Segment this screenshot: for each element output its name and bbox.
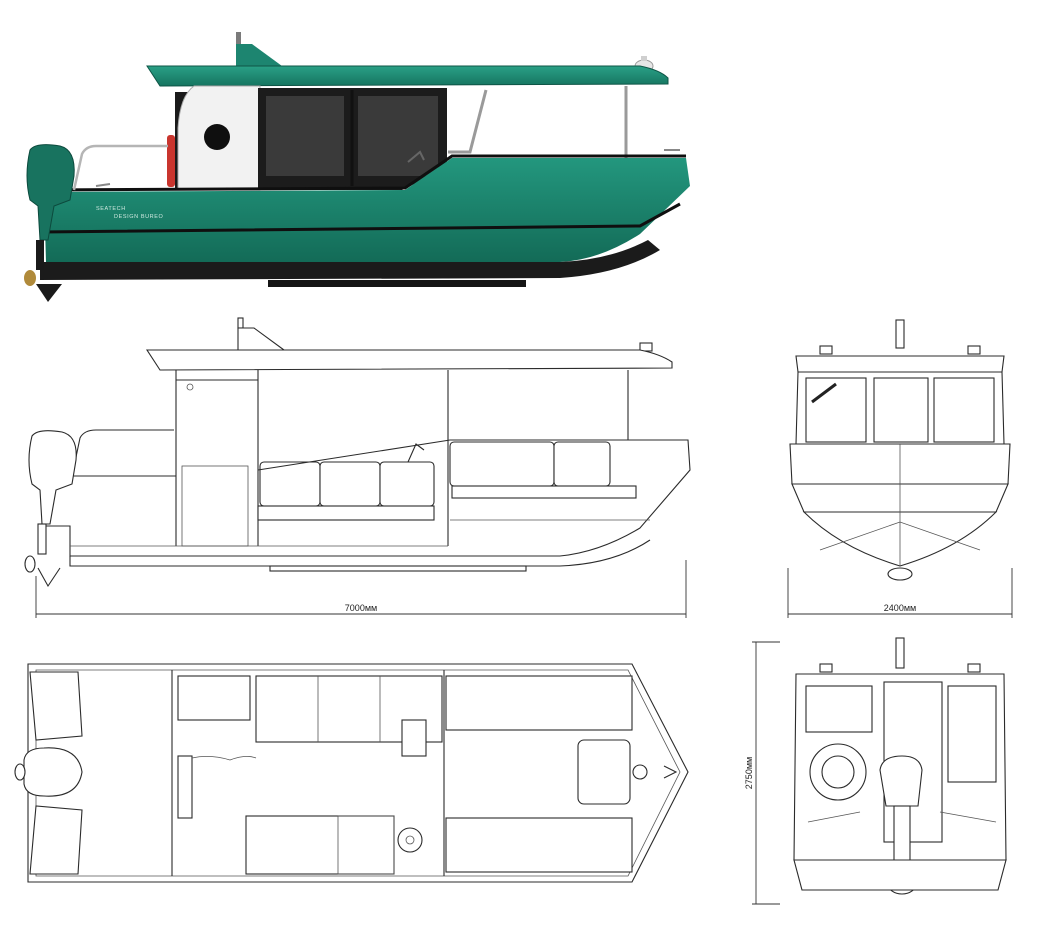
- stern-platform-bottom: [29, 805, 83, 875]
- radar-antenna: [641, 56, 647, 61]
- dim-beam-label: 2400мм: [884, 603, 916, 613]
- seat-base: [257, 505, 435, 521]
- rear-light-left: [819, 663, 833, 673]
- rub-rail: [41, 202, 681, 234]
- propeller-front: [887, 567, 913, 581]
- keel: [268, 280, 526, 287]
- rear-window-right: [947, 685, 997, 783]
- sofa-bottom-section: [337, 815, 395, 875]
- mast-fairing-drawing: [237, 327, 286, 351]
- porthole: [204, 124, 230, 150]
- sofa-bottom: [245, 815, 395, 875]
- cabinet: [177, 675, 251, 721]
- plan-view: [14, 663, 689, 883]
- rear-elevation: 2750мм: [744, 637, 1007, 905]
- front-window-right: [933, 377, 995, 443]
- cabin-window-1: [266, 96, 344, 176]
- propeller-plan: [14, 763, 26, 781]
- rear-window-left: [805, 685, 873, 733]
- life-ring-inner: [821, 755, 855, 789]
- steering-wheel-plan: [397, 827, 423, 853]
- hull-upper: [44, 158, 690, 262]
- stern-platform-top: [29, 671, 83, 741]
- bow-seat-2: [553, 441, 611, 487]
- skeg-drawing: [37, 567, 61, 588]
- stern-rail-drawing: [71, 429, 174, 477]
- mast: [236, 32, 241, 46]
- keel-drawing: [269, 565, 527, 572]
- stern-rail: [72, 144, 168, 191]
- helm-wheel-drawing: [407, 443, 425, 463]
- dim-length-label: 7000мм: [345, 603, 377, 613]
- outboard-rear: [879, 755, 923, 807]
- bow-v-line: [819, 521, 981, 551]
- outboard-leg-drawing: [37, 523, 47, 555]
- rendered-side-view: SEATECH DESIGN BUREO: [24, 32, 690, 302]
- seat-2: [319, 461, 381, 507]
- entry-door: [177, 755, 193, 819]
- mast-fairing: [236, 44, 282, 66]
- outboard-leg: [36, 240, 44, 270]
- propeller-drawing: [24, 555, 36, 573]
- outboard-drawing: [28, 430, 77, 525]
- roof-front: [795, 355, 1005, 373]
- dim-height-label: 2750мм: [744, 757, 754, 789]
- anchor-winch: [632, 764, 648, 780]
- skeg: [36, 284, 62, 302]
- bow-seat-base: [451, 485, 637, 499]
- helm-wheel: [407, 150, 425, 163]
- gunwale-rail: [43, 154, 686, 192]
- outboard-plan: [23, 747, 83, 797]
- hull-bottom-line: [69, 539, 651, 567]
- nav-light-right: [967, 345, 981, 355]
- roof-drawing: [145, 349, 673, 371]
- bow-fitting: [663, 765, 678, 779]
- cabin-window-2: [358, 96, 438, 176]
- steering-hub: [405, 835, 415, 845]
- wiper: [811, 382, 837, 404]
- brand-line-2: DESIGN BUREO: [114, 214, 163, 220]
- mast-drawing: [237, 317, 244, 329]
- cabin-front-face: [795, 371, 1005, 445]
- helm-seat: [401, 719, 427, 757]
- nav-light-left: [819, 345, 833, 355]
- seat-3: [379, 461, 435, 507]
- brand-line-1: SEATECH: [96, 206, 126, 212]
- door-drawing: [181, 465, 249, 547]
- life-ring: [809, 743, 867, 801]
- roof-strut: [448, 89, 488, 154]
- hull-bottom: [40, 240, 660, 280]
- stern-step-lines: [807, 811, 997, 823]
- cleat: [95, 183, 111, 187]
- cabin-roof: [146, 65, 669, 87]
- fire-extinguisher: [167, 135, 175, 187]
- door-swing: [191, 756, 257, 761]
- rear-light-right: [967, 663, 981, 673]
- front-window-center: [873, 377, 929, 443]
- light-drawing: [186, 383, 194, 391]
- propeller: [24, 270, 36, 286]
- transom: [793, 859, 1007, 891]
- mast-rear: [895, 637, 905, 669]
- mast-front: [895, 319, 905, 349]
- side-elevation: 7000мм: [24, 317, 691, 618]
- front-window-left: [805, 377, 867, 443]
- bow-hatch: [577, 739, 631, 805]
- bow-bench-top: [445, 675, 633, 731]
- outboard-motor: [26, 144, 75, 241]
- bow-bench-bottom: [445, 817, 633, 873]
- radar-drawing: [639, 342, 653, 352]
- front-elevation: 2400мм: [787, 319, 1013, 618]
- bow-seat-1: [449, 441, 555, 487]
